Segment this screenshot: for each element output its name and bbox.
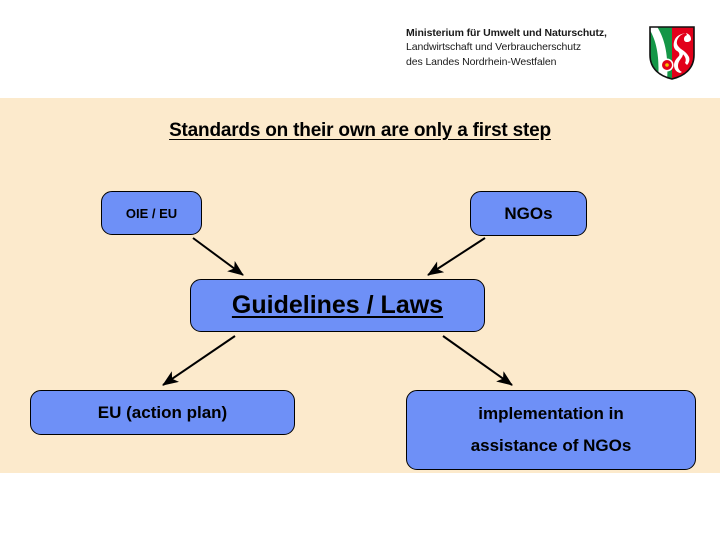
node-implementation-label-line-1: implementation in bbox=[478, 404, 624, 423]
ministry-line-2: Landwirtschaft und Verbraucherschutz bbox=[406, 41, 582, 53]
nrw-coat-of-arms-icon bbox=[648, 25, 696, 81]
node-implementation[interactable]: implementation in assistance of NGOs bbox=[406, 390, 696, 470]
node-eu-action-plan-label: EU (action plan) bbox=[97, 402, 228, 422]
node-eu-action-plan[interactable]: EU (action plan) bbox=[30, 390, 295, 435]
node-oie-eu[interactable]: OIE / EU bbox=[101, 191, 202, 235]
node-ngos-label: NGOs bbox=[504, 203, 553, 223]
slide-header: Ministerium für Umwelt und Naturschutz, … bbox=[0, 0, 720, 98]
node-ngos[interactable]: NGOs bbox=[470, 191, 587, 236]
node-guidelines-laws[interactable]: Guidelines / Laws bbox=[190, 279, 485, 332]
node-guidelines-laws-label: Guidelines / Laws bbox=[231, 291, 444, 319]
ministry-line-3: des Landes Nordrhein-Westfalen bbox=[406, 55, 557, 68]
ministry-line-1: Ministerium für Umwelt und Naturschutz, bbox=[406, 27, 607, 39]
node-implementation-label-line-2: assistance of NGOs bbox=[470, 436, 632, 455]
page-title: Standards on their own are only a first … bbox=[169, 120, 551, 141]
node-oie-eu-label: OIE / EU bbox=[125, 205, 178, 221]
ministry-name: Ministerium für Umwelt und Naturschutz, … bbox=[406, 26, 638, 69]
